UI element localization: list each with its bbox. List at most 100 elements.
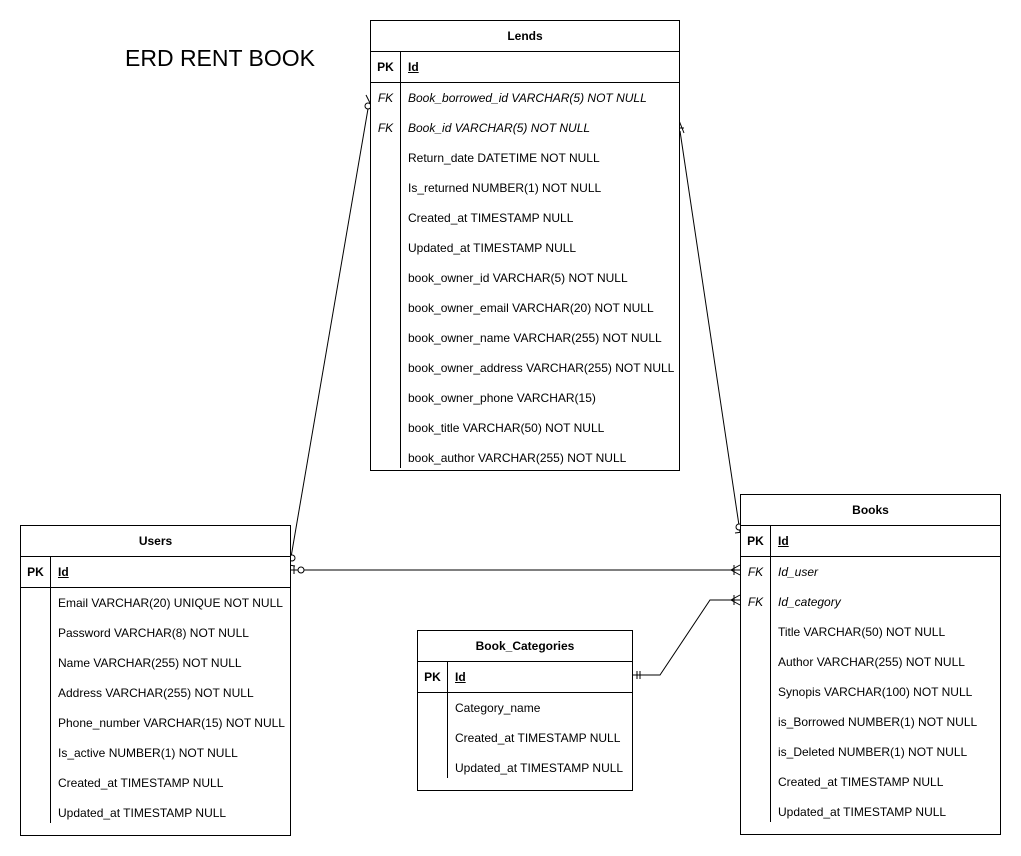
- column-name: Updated_at TIMESTAMP NULL: [778, 805, 947, 819]
- key-label: [21, 708, 51, 738]
- entity-books-row: Title VARCHAR(50) NOT NULL: [741, 617, 1000, 647]
- fk-label: FK: [371, 113, 401, 143]
- key-label: [21, 768, 51, 798]
- key-label: [741, 677, 771, 707]
- column-name: Book_id VARCHAR(5) NOT NULL: [408, 121, 591, 135]
- entity-lends-row: book_title VARCHAR(50) NOT NULL: [371, 413, 679, 443]
- rel-categories-books-crow-mark: [729, 594, 741, 606]
- entity-users-row: Is_active NUMBER(1) NOT NULL: [21, 738, 290, 768]
- key-label: [418, 753, 448, 778]
- column-name: Synopis VARCHAR(100) NOT NULL: [778, 685, 973, 699]
- rel-categories-books-line: [633, 599, 740, 676]
- key-label: [371, 383, 401, 413]
- key-label: [371, 293, 401, 323]
- key-label: [371, 143, 401, 173]
- entity-book-categories-row: Category_name: [418, 693, 632, 723]
- entity-books-row: Created_at TIMESTAMP NULL: [741, 767, 1000, 797]
- column-name: Updated_at TIMESTAMP NULL: [455, 761, 624, 775]
- column-name: Title VARCHAR(50) NOT NULL: [778, 625, 946, 639]
- pk-label: PK: [741, 526, 771, 556]
- entity-books-row: Synopis VARCHAR(100) NOT NULL: [741, 677, 1000, 707]
- entity-lends-row: book_owner_address VARCHAR(255) NOT NULL: [371, 353, 679, 383]
- entity-book-categories-name: Book_Categories: [418, 631, 632, 662]
- entity-lends-row: book_owner_id VARCHAR(5) NOT NULL: [371, 263, 679, 293]
- entity-users[interactable]: Users PK Id Email VARCHAR(20) UNIQUE NOT…: [20, 525, 291, 836]
- key-label: [741, 797, 771, 822]
- pk-column: Id: [455, 670, 466, 684]
- pk-column: Id: [778, 534, 789, 548]
- pk-label: PK: [21, 557, 51, 587]
- column-name: book_owner_id VARCHAR(5) NOT NULL: [408, 271, 628, 285]
- key-label: [418, 693, 448, 723]
- entity-book-categories-row: Updated_at TIMESTAMP NULL: [418, 753, 632, 783]
- entity-book-categories-row: Created_at TIMESTAMP NULL: [418, 723, 632, 753]
- column-name: book_owner_email VARCHAR(20) NOT NULL: [408, 301, 654, 315]
- column-name: Password VARCHAR(8) NOT NULL: [58, 626, 249, 640]
- entity-lends-row: Is_returned NUMBER(1) NOT NULL: [371, 173, 679, 203]
- entity-books-pk-row: PK Id: [741, 526, 1000, 557]
- key-label: [741, 767, 771, 797]
- entity-lends-row: book_author VARCHAR(255) NOT NULL: [371, 443, 679, 473]
- key-label: [741, 737, 771, 767]
- key-label: [371, 203, 401, 233]
- key-label: [371, 413, 401, 443]
- key-label: [741, 707, 771, 737]
- rel-users-lends-line: [289, 102, 370, 564]
- key-label: [21, 738, 51, 768]
- column-name: book_owner_name VARCHAR(255) NOT NULL: [408, 331, 662, 345]
- rel-lends-books-line: [679, 130, 741, 533]
- column-name: Created_at TIMESTAMP NULL: [58, 776, 224, 790]
- entity-books-name: Books: [741, 495, 1000, 526]
- entity-users-pk-row: PK Id: [21, 557, 290, 588]
- column-name: Return_date DATETIME NOT NULL: [408, 151, 600, 165]
- column-name: Name VARCHAR(255) NOT NULL: [58, 656, 242, 670]
- key-label: [21, 588, 51, 618]
- key-label: [371, 263, 401, 293]
- entity-lends-name: Lends: [371, 21, 679, 52]
- entity-books-row: Author VARCHAR(255) NOT NULL: [741, 647, 1000, 677]
- key-label: [371, 323, 401, 353]
- rel-users-books-zero-mark: [297, 566, 305, 574]
- column-name: book_owner_phone VARCHAR(15): [408, 391, 596, 405]
- entity-book-categories[interactable]: Book_Categories PK Id Category_name Crea…: [417, 630, 633, 791]
- pk-column: Id: [408, 60, 419, 74]
- column-name: Updated_at TIMESTAMP NULL: [58, 806, 227, 820]
- fk-label: FK: [371, 83, 401, 113]
- entity-books-row: FK Id_category: [741, 587, 1000, 617]
- key-label: [371, 443, 401, 468]
- key-label: [371, 353, 401, 383]
- entity-lends-row: book_owner_email VARCHAR(20) NOT NULL: [371, 293, 679, 323]
- column-name: Id_category: [778, 595, 841, 609]
- column-name: Created_at TIMESTAMP NULL: [778, 775, 944, 789]
- column-name: Address VARCHAR(255) NOT NULL: [58, 686, 254, 700]
- fk-label: FK: [741, 587, 771, 617]
- key-label: [21, 648, 51, 678]
- key-label: [371, 233, 401, 263]
- column-name: book_owner_address VARCHAR(255) NOT NULL: [408, 361, 675, 375]
- rel-users-books-crow-mark: [729, 564, 741, 576]
- column-name: Id_user: [778, 565, 819, 579]
- entity-lends-row: book_owner_phone VARCHAR(15): [371, 383, 679, 413]
- column-name: Created_at TIMESTAMP NULL: [455, 731, 621, 745]
- pk-column: Id: [58, 565, 69, 579]
- column-name: Is_active NUMBER(1) NOT NULL: [58, 746, 238, 760]
- key-label: [741, 617, 771, 647]
- entity-users-row: Password VARCHAR(8) NOT NULL: [21, 618, 290, 648]
- column-name: Updated_at TIMESTAMP NULL: [408, 241, 577, 255]
- entity-lends-row: FK Book_id VARCHAR(5) NOT NULL: [371, 113, 679, 143]
- column-name: Category_name: [455, 701, 541, 715]
- key-label: [21, 678, 51, 708]
- entity-lends-row: Created_at TIMESTAMP NULL: [371, 203, 679, 233]
- column-name: is_Borrowed NUMBER(1) NOT NULL: [778, 715, 978, 729]
- diagram-title: ERD RENT BOOK: [125, 45, 315, 71]
- key-label: [418, 723, 448, 753]
- key-label: [21, 798, 51, 823]
- column-name: book_title VARCHAR(50) NOT NULL: [408, 421, 605, 435]
- pk-label: PK: [418, 662, 448, 692]
- key-label: [371, 173, 401, 203]
- column-name: Created_at TIMESTAMP NULL: [408, 211, 574, 225]
- column-name: Phone_number VARCHAR(15) NOT NULL: [58, 716, 285, 730]
